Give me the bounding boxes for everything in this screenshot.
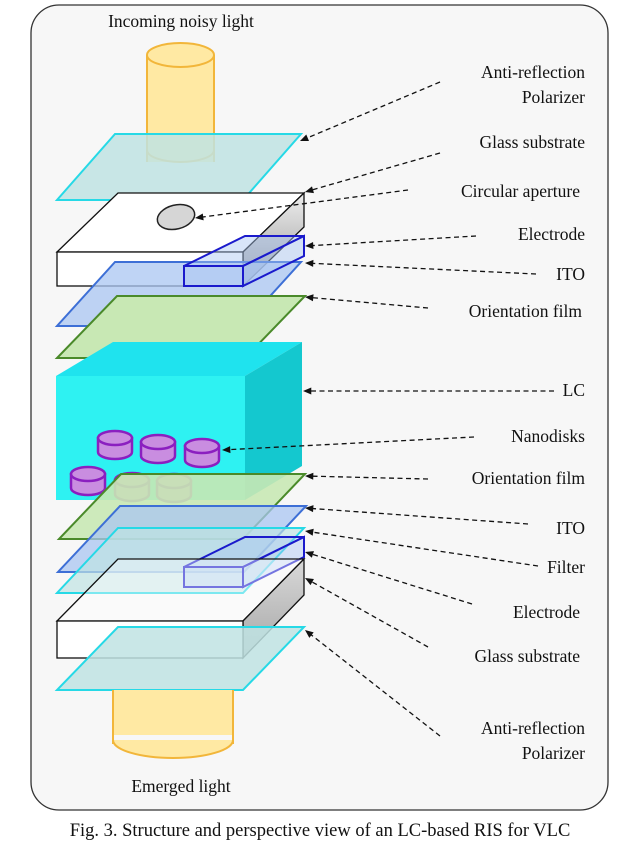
label-line: Anti-reflection — [481, 62, 585, 82]
nanodisk — [96, 429, 134, 461]
label-line: Orientation film — [472, 468, 586, 488]
leader-arrow — [311, 235, 477, 247]
label-line: Filter — [547, 557, 585, 577]
layer-label: ITO — [556, 264, 585, 284]
label-line: LC — [563, 380, 585, 400]
arrow-head — [305, 578, 314, 586]
arrow-head — [305, 259, 314, 267]
nanodisk — [183, 437, 221, 469]
arrow-head — [305, 630, 314, 638]
label-line: Glass substrate — [480, 132, 586, 152]
layer-label: LC — [563, 380, 585, 400]
label-line: Electrode — [513, 602, 580, 622]
circular-aperture — [156, 203, 196, 231]
layer-label: Electrode — [513, 602, 580, 622]
emerged-light-label: Emerged light — [131, 776, 230, 796]
nanodisk — [139, 433, 177, 465]
nanodisk — [69, 465, 107, 497]
leader-arrow — [310, 553, 473, 605]
label-line: Electrode — [518, 224, 585, 244]
label-line: Circular aperture — [461, 181, 580, 201]
layer-label: Circular aperture — [461, 181, 580, 201]
layer-label: Orientation film — [472, 468, 586, 488]
leader-arrow — [201, 189, 409, 218]
layer-label: Glass substrate — [480, 132, 586, 152]
label-line: Nanodisks — [511, 426, 585, 446]
arrow-head — [305, 551, 314, 558]
arrow-head — [195, 213, 204, 221]
leader-arrow — [305, 81, 441, 140]
leader-arrow — [311, 296, 429, 309]
emerged-light-beam — [112, 690, 234, 759]
arrow-head — [305, 505, 314, 513]
arrow-head — [303, 387, 312, 395]
label-line: Glass substrate — [475, 646, 581, 666]
arrow-head — [305, 294, 314, 302]
layer-label: Electrode — [518, 224, 585, 244]
arrow-head — [222, 446, 231, 454]
arrow-head — [300, 134, 309, 142]
leader-arrow — [310, 580, 429, 648]
layer-label: ITO — [556, 518, 585, 538]
layer-label: Nanodisks — [511, 426, 585, 446]
label-line: Orientation film — [469, 301, 583, 321]
label-line: ITO — [556, 264, 585, 284]
layer-label: Glass substrate — [475, 646, 581, 666]
label-line: Anti-reflection — [481, 718, 585, 738]
leader-arrow — [311, 262, 537, 275]
figure-caption: Fig. 3. Structure and perspective view o… — [70, 821, 571, 841]
leader-arrow — [311, 531, 539, 567]
label-line: Polarizer — [522, 743, 585, 763]
arrow-head — [305, 242, 314, 250]
electrode-top — [183, 234, 305, 288]
leader-arrow — [228, 436, 475, 451]
label-line: ITO — [556, 518, 585, 538]
label-line: Polarizer — [522, 87, 585, 107]
leader-arrow — [311, 475, 429, 480]
leader-arrow — [310, 152, 441, 191]
arrow-head — [305, 186, 314, 194]
leader-arrow — [309, 633, 441, 737]
leader-arrow — [311, 507, 529, 525]
arrow-head — [305, 528, 314, 536]
layer-label: Orientation film — [469, 301, 583, 321]
incoming-light-label: Incoming noisy light — [108, 11, 254, 31]
layer-label: Filter — [547, 557, 585, 577]
arrow-head — [305, 472, 314, 480]
